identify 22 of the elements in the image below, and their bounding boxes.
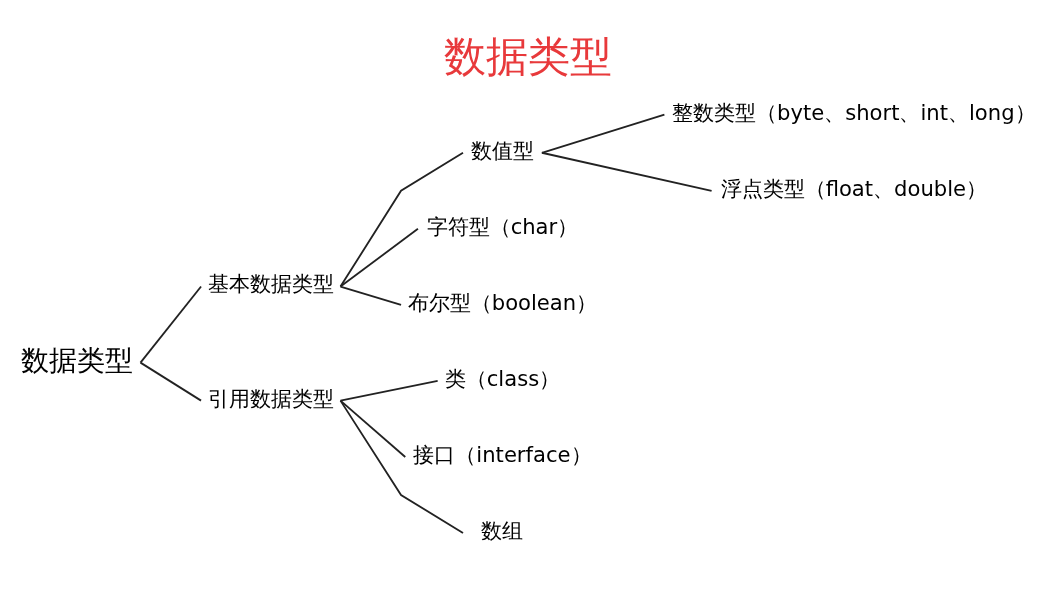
node-text: 布尔型（boolean） [407, 289, 598, 315]
diagram-title: 数据类型 [444, 31, 613, 81]
node-text: 基本数据类型 [207, 270, 334, 296]
node-text: 整数类型（byte、short、int、long） [672, 99, 1036, 125]
connector [339, 285, 402, 306]
connector [339, 399, 407, 458]
node-text: 数组 [481, 517, 524, 543]
connector [540, 113, 666, 154]
node-text: 数据类型 [21, 343, 134, 377]
connector [540, 151, 713, 192]
node-text: 引用数据类型 [207, 385, 334, 411]
connector [139, 285, 202, 363]
node-text: 数值型 [470, 137, 534, 163]
node-text: 浮点类型（float、double） [720, 175, 988, 201]
connector [339, 151, 464, 287]
connector [339, 227, 419, 287]
connector [339, 399, 464, 534]
node-text: 接口（interface） [413, 441, 592, 467]
connector [139, 361, 202, 402]
node-text: 字符型（char） [426, 213, 579, 239]
node-text: 类（class） [444, 365, 561, 391]
connector [339, 379, 439, 402]
